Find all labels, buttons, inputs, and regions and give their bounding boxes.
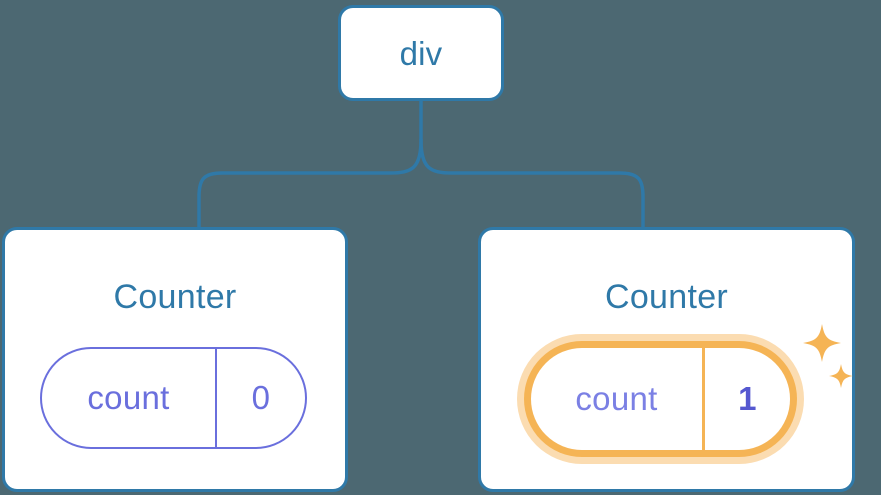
node-card-left-content: Counter — [5, 230, 345, 489]
state-pill-count-right[interactable]: count 1 — [531, 348, 790, 450]
node-card-div[interactable]: div — [338, 5, 504, 101]
edge-to-left-child — [197, 138, 423, 229]
state-pill-highlight-ring: count 1 — [524, 341, 797, 457]
state-pill-highlight-halo: count 1 — [517, 334, 804, 464]
state-value-left: 0 — [215, 349, 305, 447]
state-pill-count-left[interactable]: count 0 — [40, 347, 307, 449]
state-pill-left-wrapper: count 0 — [40, 347, 307, 449]
edge-to-right-child — [419, 138, 645, 229]
node-card-right-content: Counter — [481, 230, 852, 489]
node-label-counter-right: Counter — [604, 278, 729, 316]
node-label-div: div — [399, 34, 443, 72]
state-key-right: count — [575, 380, 658, 417]
state-pill-right-wrapper: count 1 — [517, 334, 804, 464]
state-value-right: 1 — [702, 348, 790, 450]
node-label-counter-left: Counter — [113, 278, 237, 316]
state-key-left: count — [87, 379, 170, 416]
